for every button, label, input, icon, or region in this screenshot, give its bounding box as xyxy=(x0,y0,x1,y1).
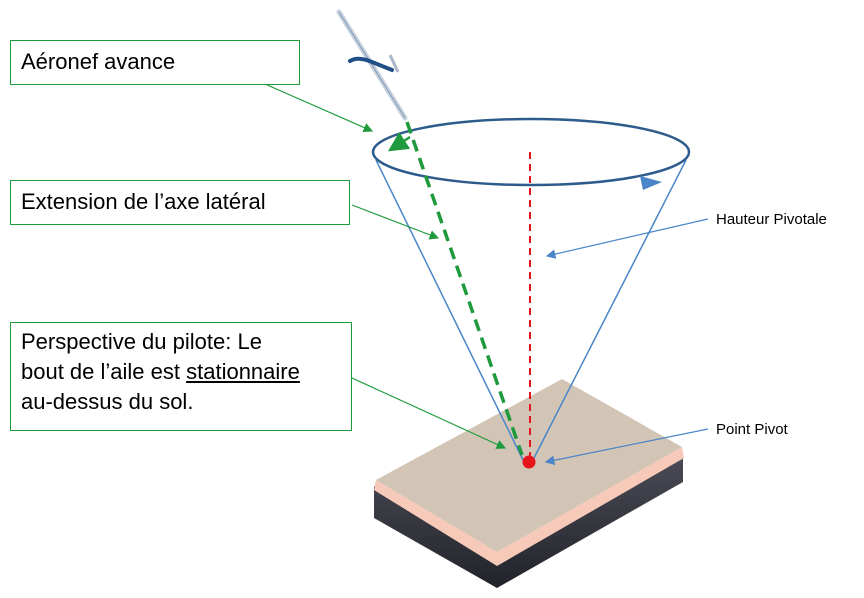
pilot-perspective-line-1: Perspective du pilote: Le xyxy=(21,329,262,354)
lateral-axis-line xyxy=(405,121,524,456)
pivot-point-label: Point Pivot xyxy=(716,421,788,438)
heading-arrow-icon xyxy=(387,132,411,152)
cone xyxy=(375,159,687,461)
pilot-perspective-line-3: au-dessus du sol. xyxy=(21,389,194,414)
lateral-axis-callout: Extension de l’axe latéral xyxy=(10,180,350,225)
lateral-axis-text: Extension de l’axe latéral xyxy=(21,189,266,214)
pointer-arrows xyxy=(264,83,709,466)
pilot-perspective-callout: Perspective du pilote: Le bout de l’aile… xyxy=(10,322,352,431)
pivotal-altitude-label: Hauteur Pivotale xyxy=(716,211,827,228)
pivot-point-dot xyxy=(522,455,536,469)
pilot-perspective-line-2: bout de l’aile est stationnaire xyxy=(21,357,341,387)
pilot-perspective-text: bout de l’aile est xyxy=(21,359,187,384)
turn-circle xyxy=(371,117,691,187)
stationary-emphasis: stationnaire xyxy=(186,359,300,384)
aircraft-advances-callout: Aéronef avance xyxy=(10,40,300,85)
glider-icon xyxy=(336,9,408,121)
aircraft-advances-text: Aéronef avance xyxy=(21,49,176,74)
turn-direction-arrow-icon xyxy=(640,176,662,190)
